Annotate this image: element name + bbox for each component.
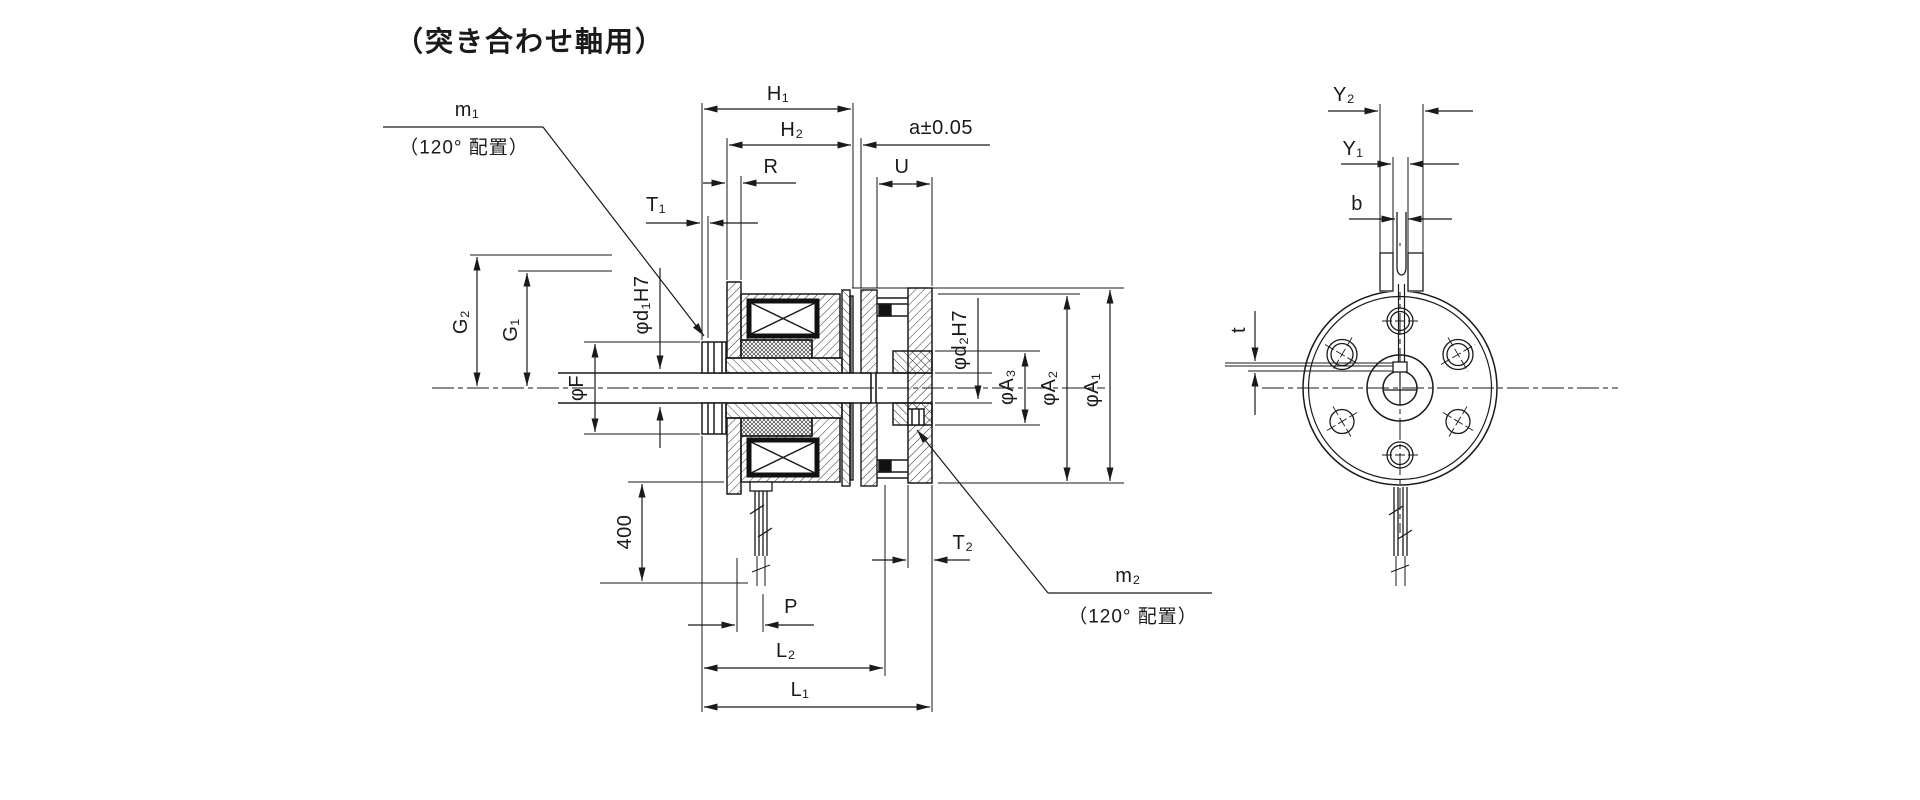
dim-label-a2: φA₂ [1038,370,1060,406]
dim-label-p: P [784,596,798,618]
dim-label-d1: φd₁H7 [631,275,653,335]
dim-label-t2: T₂ [952,532,974,554]
dim-label-r: R [763,156,779,178]
callout-m2-label: m₂ [1115,565,1141,587]
dim-label-y2: Y₂ [1332,84,1356,106]
callout-leaders [383,126,1212,594]
dim-label-g2: G₂ [450,309,472,335]
dim-label-lead-length: 400 [614,514,636,550]
dim-label-a: a±0.05 [908,117,974,139]
field-coil [746,298,820,478]
dim-label-l1: L₁ [790,679,810,701]
dim-label-a3: φA₃ [996,369,1018,405]
rotor-disc [841,289,854,487]
right-hub-flange [892,287,933,484]
left-hub [701,341,843,435]
side-view-lead-wires [1388,487,1413,586]
dim-label-l2: L₂ [776,640,796,662]
armature-plate [860,289,908,487]
extension-lines [470,103,1424,712]
dim-label-a1: φA₁ [1081,372,1103,408]
dim-label-t: t [1228,326,1250,334]
dim-label-h1: H₁ [766,83,790,105]
dim-label-h2: H₂ [780,119,804,141]
callout-m1-note: （120° 配置） [399,137,529,159]
side-view [1302,212,1498,486]
dim-label-f: φF [566,374,588,402]
dim-label-t1: T₁ [646,194,666,216]
dim-label-u: U [894,156,910,178]
callout-m1-label: m₁ [454,99,480,121]
dim-label-d2: φd₂H7 [949,310,971,370]
dim-label-b: b [1351,193,1363,215]
lead-wires [749,481,773,586]
dimension-lines [473,105,1473,711]
dim-label-y1: Y₁ [1342,138,1364,160]
drawing-title: （突き合わせ軸用） [394,26,666,57]
dim-label-g1: G₁ [500,318,522,342]
callout-m2-note: （120° 配置） [1068,606,1198,628]
